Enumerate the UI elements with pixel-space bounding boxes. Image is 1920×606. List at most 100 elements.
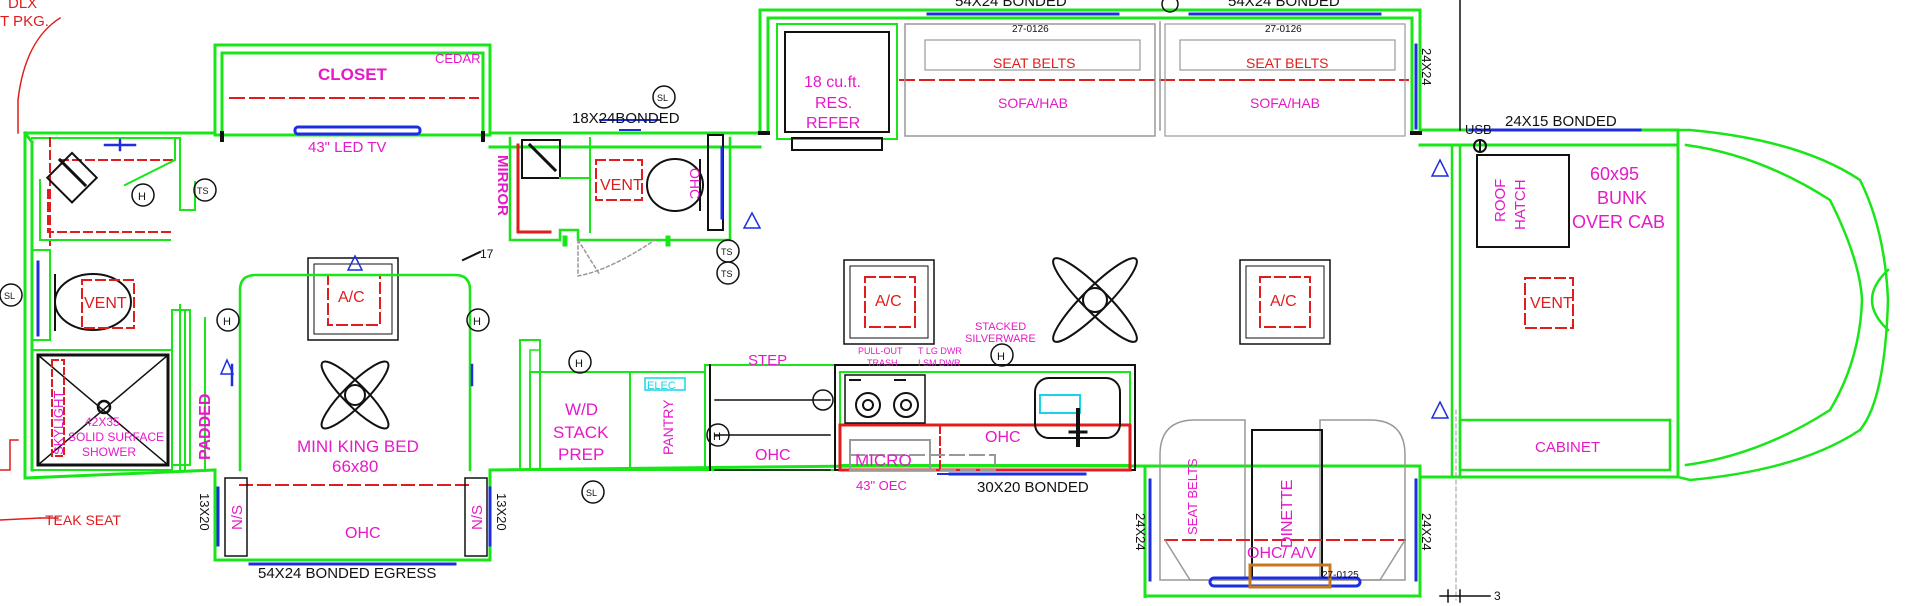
shower-label-1: 42X35 (85, 415, 120, 429)
circle-symbols (0, 85, 1014, 504)
dinette-ohc-av-label: OHC/ A/V (1247, 545, 1317, 562)
closet-label: CLOSET (318, 65, 388, 84)
annotation-leaders (0, 16, 62, 521)
shower-label-3: SHOWER (82, 445, 136, 459)
refer-label-3: REFER (806, 115, 860, 132)
sofa-right-label: SOFA/HAB (1250, 95, 1320, 111)
dim-3-label: 3 (1494, 589, 1501, 603)
toilet-vent-label: VENT (84, 295, 127, 312)
heater-symbol: H (138, 191, 146, 203)
bedroom-ohc-label: OHC (345, 525, 381, 542)
refer-label-1: 18 cu.ft. (804, 74, 861, 91)
skylight-label: SKYLIGHT (51, 391, 66, 455)
wd-label-1: W/D (565, 400, 598, 419)
roof-hatch-label-1: ROOF (1492, 179, 1509, 222)
cedar-label: CEDAR (435, 51, 481, 66)
egress-window-label: 54X24 BONDED EGRESS (258, 565, 436, 582)
micro-label: MICRO (855, 451, 912, 470)
trash-label-1: PULL-OUT (858, 346, 903, 356)
window-24x24-right-label: 24X24 (1419, 513, 1434, 551)
heater-symbol: H (713, 431, 721, 443)
galley (519, 339, 1136, 476)
closet (220, 97, 485, 142)
bunk-label-3: OVER CAB (1572, 212, 1665, 232)
step-ohc-label: OHC (755, 447, 791, 464)
bunk-label-1: 60x95 (1590, 164, 1639, 184)
refer-label-2: RES. (815, 95, 852, 112)
pantry-label: PANTRY (660, 399, 676, 455)
window-top-left-label: 54X24 BONDED (955, 0, 1067, 10)
nightstand-right-label: N/S (469, 505, 486, 530)
dinette (1148, 0, 1491, 603)
teak-seat-label: TEAK SEAT (45, 512, 121, 528)
trash-label-2: TRASH (867, 358, 898, 368)
elec-label: ELEC (647, 380, 676, 392)
silverware-label-2: SILVERWARE (965, 333, 1036, 345)
sl-symbol: SL (657, 93, 668, 103)
padded-label: PADDED (197, 394, 214, 460)
sl-symbol: SL (586, 488, 597, 498)
heater-symbol: H (997, 351, 1005, 363)
mirror-label: MIRROR (494, 155, 511, 216)
kitchen-ohc-label: OHC (985, 429, 1021, 446)
ts-symbol: TS (721, 247, 733, 257)
ac-bedroom-label: A/C (338, 289, 365, 306)
usb-label: USB (1465, 122, 1492, 137)
window-18x24-label: 18X24BONDED (572, 110, 680, 127)
drawer-label-1: T LG DWR (918, 346, 962, 356)
heater-symbol: H (575, 358, 583, 370)
seat-belts-right-label: SEAT BELTS (1246, 55, 1328, 71)
slide-room (758, 0, 1422, 151)
dinette-part-number: 27-0125 (1322, 570, 1359, 581)
ts-symbol: TS (197, 186, 209, 196)
tv-label: 43" LED TV (308, 139, 386, 156)
cab-area (1468, 128, 1642, 329)
bed-label-1: MINI KING BED (297, 437, 419, 456)
window-24x15-label: 24X15 BONDED (1505, 113, 1617, 130)
nightstand-left-label: N/S (229, 505, 246, 530)
part-number-right: 27-0126 (1265, 24, 1302, 35)
ts-symbol: TS (721, 269, 733, 279)
ac-right-label: A/C (1270, 293, 1297, 310)
label-pkg: T PKG. (0, 13, 49, 30)
heater-symbol: H (473, 316, 481, 328)
master-bath (31, 137, 196, 471)
window-24x24-left-label: 24X24 (1133, 513, 1148, 551)
heater-symbol: H (223, 316, 231, 328)
cab-vent-label: VENT (1530, 295, 1573, 312)
bunk-label-2: BUNK (1597, 188, 1647, 208)
wd-label-2: STACK (553, 423, 609, 442)
sl-symbol: SL (4, 291, 15, 301)
half-bath (461, 119, 732, 277)
roof-hatch-label-2: HATCH (1512, 179, 1529, 230)
step-label: STEP (748, 352, 787, 369)
cab-outline (1450, 128, 1890, 482)
wd-label-3: PREP (558, 445, 604, 464)
dinette-label: DINETTE (1279, 480, 1296, 548)
ac-units (307, 257, 1331, 345)
cabinet-label: CABINET (1535, 439, 1600, 456)
ac-mid-label: A/C (875, 293, 902, 310)
window-30x20-label: 30X20 BONDED (977, 479, 1089, 496)
bath-ohc-label: OHC (687, 168, 703, 199)
ceiling-fan-icon (320, 257, 1138, 430)
bed-label-2: 66x80 (332, 457, 378, 476)
bath-vent-label: VENT (600, 177, 643, 194)
seat-belts-left-label: SEAT BELTS (993, 55, 1075, 71)
drawer-label-2: I SM DWR (918, 358, 961, 368)
exterior-walls (22, 8, 1680, 598)
sofa-left-label: SOFA/HAB (998, 95, 1068, 111)
oec-label: 43" OEC (856, 478, 907, 493)
silverware-label-1: STACKED (975, 321, 1026, 333)
label-dlx: DLX (8, 0, 37, 12)
window-13x20-right-label: 13X20 (494, 493, 509, 531)
part-number-left: 27-0126 (1012, 24, 1049, 35)
bedroom (204, 273, 492, 566)
window-top-right-label: 54X24 BONDED (1228, 0, 1340, 10)
dim-17-label: 17 (480, 247, 494, 261)
window-24x24-top-label: 24X24 (1419, 48, 1434, 86)
triangle-marker-icon (219, 158, 1450, 419)
shower-label-2: SOLID SURFACE (68, 430, 164, 444)
window-13x20-left-label: 13X20 (197, 493, 212, 531)
